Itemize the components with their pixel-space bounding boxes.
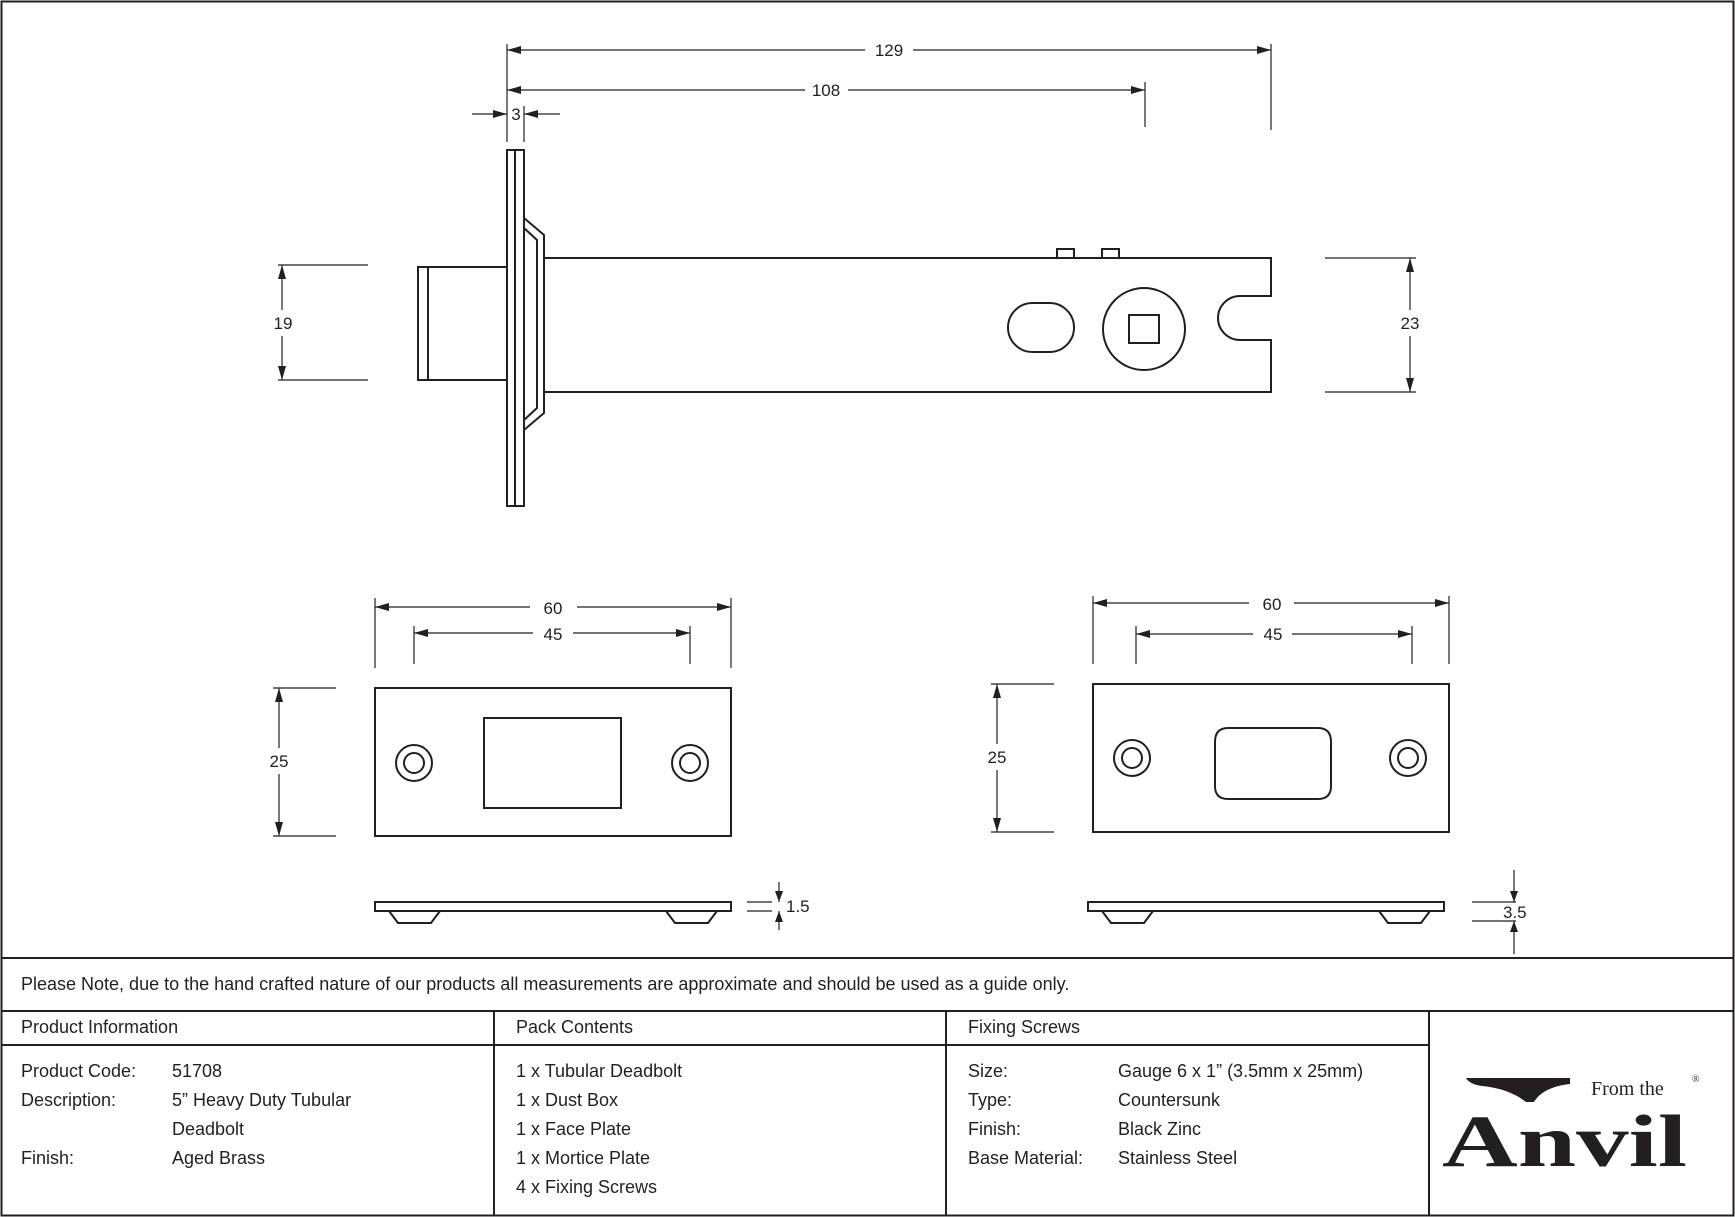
dim-label-25-right: 25 [988, 748, 1007, 767]
pack-item: 4 x Fixing Screws [516, 1177, 658, 1197]
dim-label-108: 108 [812, 81, 840, 100]
pack-item: 1 x Dust Box [516, 1090, 619, 1110]
screw-finish-value: Black Zinc [1118, 1119, 1202, 1139]
dim-faceplate-height: 25 [270, 687, 336, 837]
pack-contents-heading: Pack Contents [516, 1017, 634, 1037]
dim-label-45-left: 45 [544, 625, 563, 644]
logo-from-the: From the [1591, 1078, 1664, 1100]
dim-label-23: 23 [1401, 314, 1420, 333]
screw-material-value: Stainless Steel [1118, 1148, 1238, 1168]
screw-size-value: Gauge 6 x 1” (3.5mm x 25mm) [1118, 1061, 1364, 1081]
description-value: 5” Heavy Duty Tubular [172, 1090, 352, 1110]
pack-item: 1 x Tubular Deadbolt [516, 1061, 683, 1081]
from-the-anvil-logo: From the ® Anvil [1442, 1074, 1700, 1180]
screw-finish-label: Finish: [968, 1119, 1022, 1139]
dim-mortice-height: 25 [988, 683, 1054, 833]
logo-registered-mark: ® [1692, 1074, 1700, 1085]
dim-backset: 108 [507, 81, 1146, 127]
pack-item: 1 x Mortice Plate [516, 1148, 651, 1168]
dim-label-3-5: 3.5 [1503, 903, 1527, 922]
anvil-icon [1466, 1078, 1570, 1102]
dim-label-19: 19 [274, 314, 293, 333]
screw-size-label: Size: [968, 1061, 1009, 1081]
dim-label-60-left: 60 [544, 599, 563, 618]
dim-label-3: 3 [511, 105, 520, 124]
dim-bolt-height: 19 [274, 264, 368, 381]
info-table-grid [1, 957, 1734, 1216]
dim-faceplate-width: 60 [374, 598, 732, 668]
logo-anvil: Anvil [1442, 1101, 1687, 1180]
pack-item: 1 x Face Plate [516, 1119, 632, 1139]
dim-case-height: 23 [1325, 257, 1420, 393]
description-label: Description: [21, 1090, 117, 1110]
dim-overall-length: 129 [506, 41, 1272, 142]
product-code-value: 51708 [172, 1061, 223, 1081]
disclaimer-note: Please Note, due to the hand crafted nat… [21, 974, 1070, 994]
dim-mortice-hole-centres: 45 [1135, 625, 1413, 664]
fixing-screws-heading: Fixing Screws [968, 1017, 1081, 1037]
dim-label-60-right: 60 [1263, 595, 1282, 614]
face-plate-front-view [374, 687, 732, 837]
dim-mortice-width: 60 [1092, 595, 1450, 664]
dim-label-1-5: 1.5 [786, 897, 810, 916]
dim-label-129: 129 [875, 41, 903, 60]
finish-label: Finish: [21, 1148, 75, 1168]
mortice-plate-front-view [1092, 683, 1450, 833]
product-information-heading: Product Information [21, 1017, 179, 1037]
description-value-cont: Deadbolt [172, 1119, 245, 1139]
screw-type-label: Type: [968, 1090, 1013, 1110]
finish-value: Aged Brass [172, 1148, 266, 1168]
product-code-label: Product Code: [21, 1061, 137, 1081]
dim-label-25-left: 25 [270, 752, 289, 771]
screw-type-value: Countersunk [1118, 1090, 1221, 1110]
face-plate-edge-view: 1.5 [374, 882, 810, 930]
dim-label-45-right: 45 [1264, 625, 1283, 644]
dim-faceplate-offset: 3 [472, 105, 560, 142]
deadbolt-side-view [417, 149, 1272, 507]
screw-material-label: Base Material: [968, 1148, 1084, 1168]
mortice-plate-edge-view: 3.5 [1087, 870, 1527, 954]
dim-faceplate-hole-centres: 45 [413, 625, 691, 664]
